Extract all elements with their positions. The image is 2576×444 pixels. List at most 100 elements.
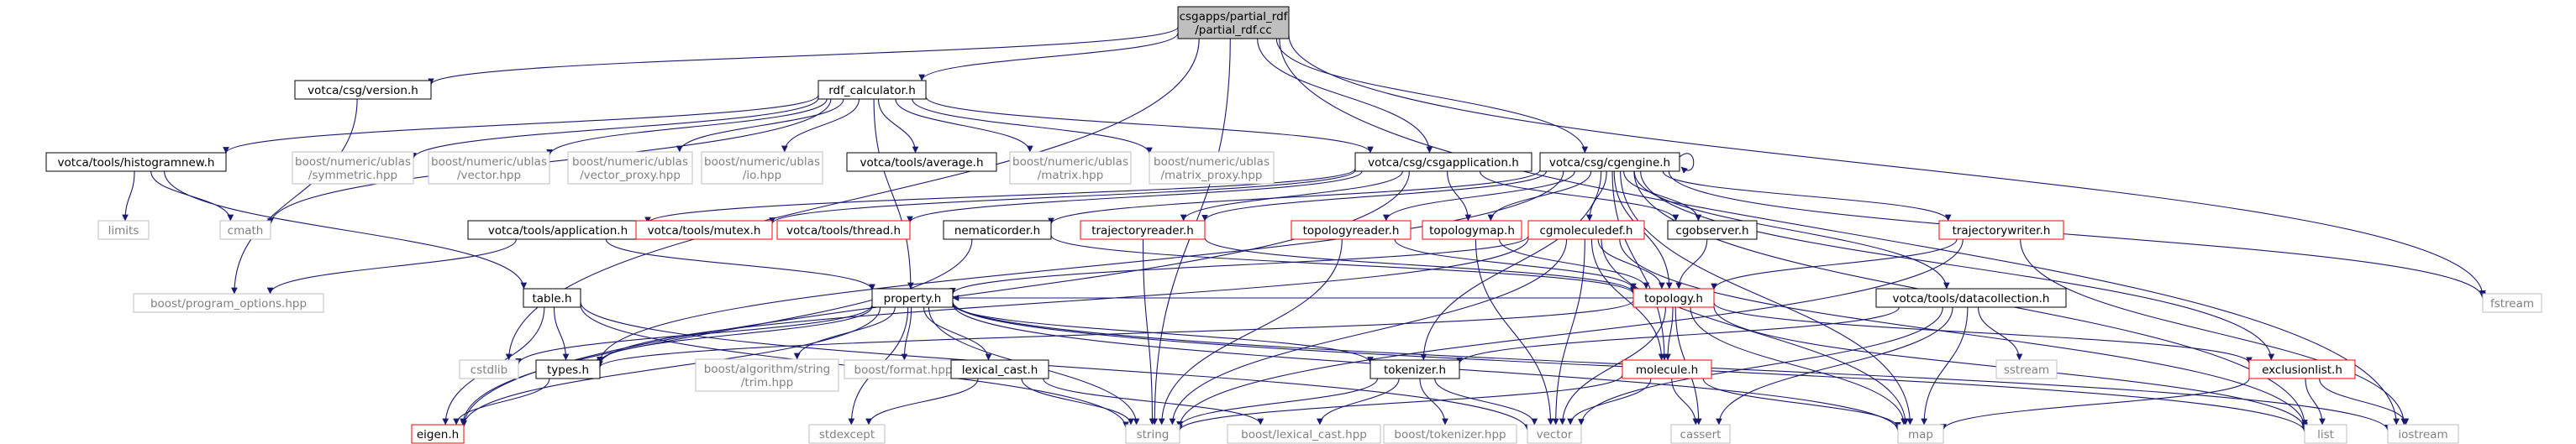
node-trajectorywriter[interactable]: trajectorywriter.h: [1938, 220, 2064, 240]
node-topologymap[interactable]: topologymap.h: [1422, 220, 1522, 240]
node-csgapplication[interactable]: votca/csg/csgapplication.h: [1354, 152, 1532, 172]
edge-cgengine-to-trajectoryreader: [1201, 170, 1548, 222]
edge-application-to-property: [605, 238, 875, 291]
node-stdexcept[interactable]: stdexcept: [808, 424, 886, 444]
edge-datacollection-to-cassert: [1716, 306, 1953, 426]
edge-property-to-cstdlib: [515, 304, 873, 365]
node-molecule[interactable]: molecule.h: [1622, 359, 1712, 379]
edge-exclusionlist-to-map: [1940, 378, 2250, 431]
edge-cgmoleculedef-to-map: [1601, 238, 1909, 426]
node-algorithm-trim[interactable]: boost/algorithm/string/trim.hpp: [695, 358, 839, 392]
edge-csgapplication-to-trajectoryreader: [1180, 170, 1403, 222]
node-vector[interactable]: vector: [1527, 424, 1582, 444]
node-label: votca/csg/cgengine.h: [1549, 156, 1670, 170]
node-application[interactable]: votca/tools/application.h: [467, 220, 649, 240]
edge-trajectorywriter-to-string: [1176, 238, 1964, 428]
edge-cgengine-to-cgobserver: [1623, 170, 1702, 222]
node-label: votca/csg/version.h: [308, 84, 418, 97]
node-cgobserver[interactable]: cgobserver.h: [1667, 220, 1758, 240]
node-cgmoleculedef[interactable]: cgmoleculedef.h: [1527, 220, 1645, 240]
node-vector-proxy[interactable]: boost/numeric/ublas/vector_proxy.hpp: [567, 151, 693, 185]
node-box: [817, 80, 927, 100]
node-cstdlib[interactable]: cstdlib: [459, 359, 519, 379]
node-cassert[interactable]: cassert: [1670, 424, 1731, 444]
node-box: [1422, 220, 1522, 240]
node-datacollection[interactable]: votca/tools/datacollection.h: [1875, 288, 2067, 308]
node-label: tokenizer.h: [1384, 363, 1446, 377]
edge-application-to-program_options: [266, 238, 517, 295]
node-trajectoryreader[interactable]: trajectoryreader.h: [1080, 220, 1206, 240]
node-box: [943, 220, 1052, 240]
node-label: votca/tools/application.h: [488, 224, 628, 238]
node-sstream[interactable]: sstream: [1995, 359, 2058, 379]
node-topology[interactable]: topology.h: [1632, 288, 1715, 308]
node-lexical-cast-h[interactable]: lexical_cast.h: [950, 359, 1049, 379]
node-symmetric[interactable]: boost/numeric/ublas/symmetric.hpp: [292, 151, 414, 185]
node-types[interactable]: types.h: [535, 359, 601, 379]
node-topologyreader[interactable]: topologyreader.h: [1291, 220, 1412, 240]
edge-table-to-types: [553, 306, 570, 361]
edge-rdf_calculator-to-histogramnew: [223, 95, 819, 154]
node-table[interactable]: table.h: [523, 288, 581, 308]
edge-cgmoleculedef-to-types: [597, 238, 1529, 366]
node-box: [292, 151, 414, 185]
node-label: /matrix_proxy.hpp: [1160, 169, 1262, 182]
node-matrix-hpp[interactable]: boost/numeric/ublas/matrix.hpp: [1009, 151, 1132, 185]
node-cmath[interactable]: cmath: [219, 220, 271, 240]
node-nematicorder[interactable]: nematicorder.h: [943, 220, 1052, 240]
node-label: trajectoryreader.h: [1091, 224, 1194, 238]
node-program-options[interactable]: boost/program_options.hpp: [133, 293, 324, 313]
node-box: [1622, 359, 1712, 379]
node-box: [701, 151, 823, 185]
node-box: [1667, 220, 1758, 240]
node-box: [1009, 151, 1132, 185]
node-cgengine[interactable]: votca/csg/cgengine.h: [1539, 152, 1680, 172]
node-label: lexical_cast.h: [962, 363, 1038, 377]
node-box: [1125, 424, 1180, 444]
node-rdf-calculator[interactable]: rdf_calculator.h: [817, 80, 927, 100]
node-list[interactable]: list: [2304, 424, 2347, 444]
node-box: [1539, 152, 1680, 172]
node-box: [567, 151, 693, 185]
node-label: string: [1137, 428, 1170, 441]
node-partial-rdf[interactable]: csgapps/partial_rdf/partial_rdf.cc: [1177, 6, 1290, 39]
node-average[interactable]: votca/tools/average.h: [846, 152, 997, 172]
node-label: boost/program_options.hpp: [150, 297, 307, 311]
edge-property-to-types: [597, 306, 873, 363]
edge-rdf_calculator-to-cmath: [267, 98, 832, 225]
node-box: [1080, 220, 1206, 240]
node-exclusionlist[interactable]: exclusionlist.h: [2248, 359, 2356, 379]
node-string[interactable]: string: [1125, 424, 1180, 444]
node-tokenizer-h[interactable]: tokenizer.h: [1369, 359, 1460, 379]
edge-topologyreader-to-topology: [1394, 238, 1637, 290]
node-label: table.h: [532, 292, 571, 306]
edge-histogramnew-to-limits: [122, 170, 135, 222]
node-label: cgmoleculedef.h: [1540, 224, 1633, 238]
node-matrix-proxy[interactable]: boost/numeric/ublas/matrix_proxy.hpp: [1149, 151, 1275, 185]
edge-partial_rdf-to-iostream: [1279, 38, 2400, 426]
node-fstream[interactable]: fstream: [2482, 293, 2542, 313]
node-label: /symmetric.hpp: [308, 169, 397, 182]
node-label: votca/tools/histogramnew.h: [58, 156, 215, 170]
edge-rdf_calculator-to-vector_hpp: [546, 98, 828, 156]
node-iostream[interactable]: iostream: [2387, 424, 2459, 444]
node-limits[interactable]: limits: [97, 220, 150, 240]
node-boost-lexical-cast[interactable]: boost/lexical_cast.hpp: [1227, 424, 1381, 444]
node-boost-tokenizer[interactable]: boost/tokenizer.hpp: [1383, 424, 1517, 444]
node-format[interactable]: boost/format.hpp: [844, 359, 963, 379]
node-io-hpp[interactable]: boost/numeric/ublas/io.hpp: [701, 151, 823, 185]
node-label: rdf_calculator.h: [828, 84, 916, 97]
edge-table-to-vector: [580, 301, 1531, 431]
node-thread[interactable]: votca/tools/thread.h: [776, 220, 911, 240]
node-vector-hpp[interactable]: boost/numeric/ublas/vector.hpp: [428, 151, 550, 185]
edge-cgmoleculedef-to-topology: [1597, 238, 1665, 290]
node-box: [1369, 359, 1460, 379]
node-property[interactable]: property.h: [871, 288, 954, 308]
node-label: /trim.hpp: [741, 376, 793, 389]
node-histogramnew[interactable]: votca/tools/histogramnew.h: [45, 152, 227, 172]
node-mutex[interactable]: votca/tools/mutex.h: [635, 220, 773, 240]
node-map[interactable]: map: [1897, 424, 1944, 444]
node-eigen[interactable]: eigen.h: [411, 424, 465, 444]
node-version[interactable]: votca/csg/version.h: [294, 80, 432, 100]
edge-partial_rdf-to-rdf_calculator: [918, 33, 1179, 81]
